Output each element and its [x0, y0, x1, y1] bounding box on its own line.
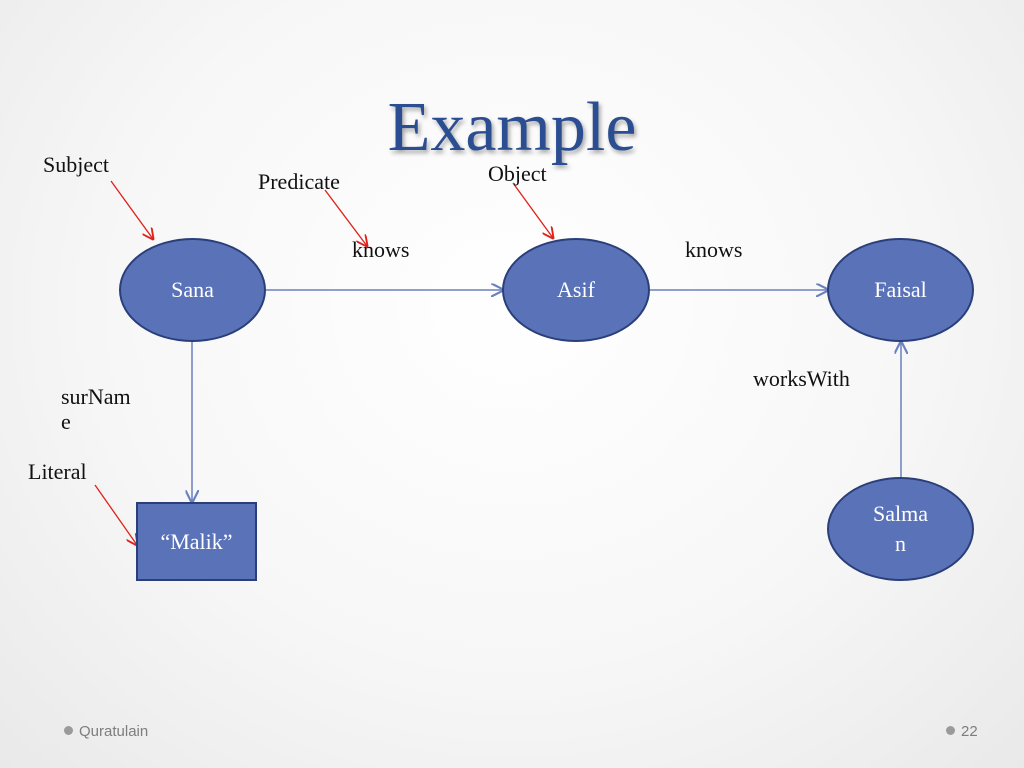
annotation-literal: Literal: [28, 459, 87, 484]
annotation-object: Object: [488, 161, 547, 186]
annotation-arrow-subject: [110, 180, 153, 239]
footer-page-number: 22: [946, 723, 978, 740]
node-faisal: Faisal: [827, 238, 974, 342]
page-title: Example: [387, 89, 637, 166]
annotation-arrow-literal: [94, 484, 137, 545]
footer-author: Quratulain: [64, 723, 148, 740]
annotation-subject: Subject: [43, 152, 109, 177]
annotation-predicate: Predicate: [258, 169, 340, 194]
edge-label-sana-malik: surNam e: [61, 384, 131, 435]
node-salman: Salma n: [827, 477, 974, 581]
annotation-arrow-object: [512, 182, 553, 238]
footer-author-text: Quratulain: [79, 723, 149, 740]
bullet-icon: [946, 726, 955, 735]
edge-label-salman-faisal: worksWith: [753, 366, 850, 391]
page-number-text: 22: [961, 723, 978, 740]
edge-label-asif-faisal: knows: [685, 237, 743, 262]
edge-label-sana-asif: knows: [352, 237, 410, 262]
node-asif: Asif: [502, 238, 650, 342]
bullet-icon: [64, 726, 73, 735]
node-malik-literal: “Malik”: [136, 502, 257, 581]
node-sana: Sana: [119, 238, 266, 342]
annotation-arrow-predicate: [324, 189, 367, 246]
